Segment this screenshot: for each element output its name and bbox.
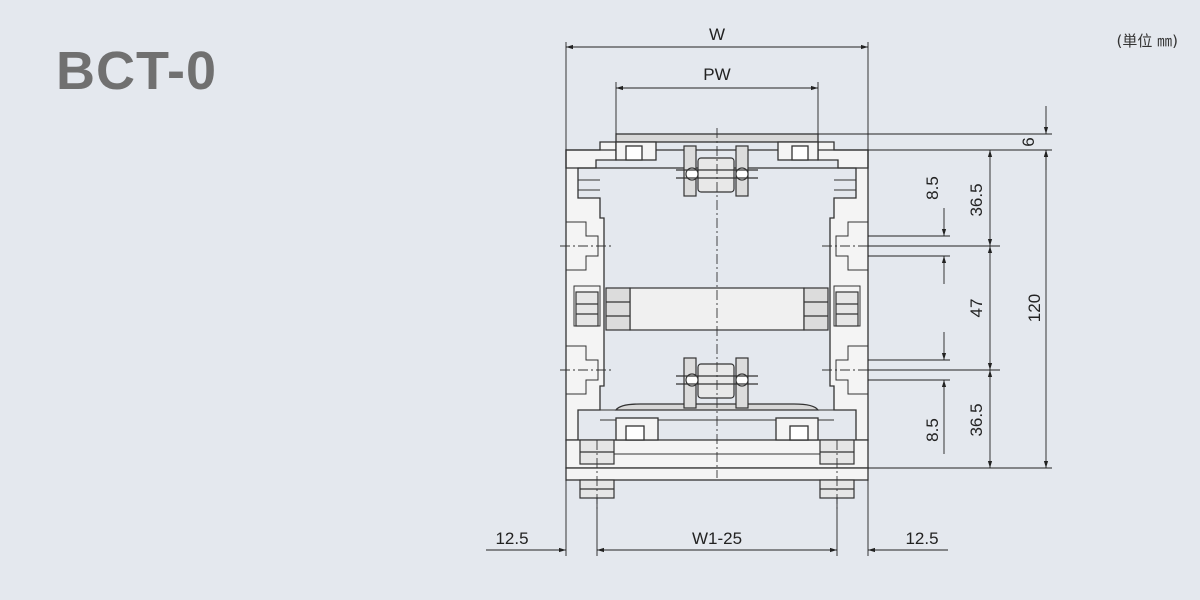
dim-w1-25-label: W1-25 bbox=[692, 529, 742, 548]
dim-36-5-top-label: 36.5 bbox=[967, 183, 986, 216]
product-title: BCT-0 bbox=[56, 41, 218, 101]
dim-w-label: W bbox=[709, 25, 725, 44]
dim-47-label: 47 bbox=[967, 299, 986, 318]
dimension-lines bbox=[486, 42, 1052, 556]
unit-note: (単位 ㎜) bbox=[1116, 32, 1178, 50]
dim-36-5-bottom-label: 36.5 bbox=[967, 403, 986, 436]
dim-6-label: 6 bbox=[1019, 137, 1038, 146]
dim-pw-label: PW bbox=[703, 65, 730, 84]
dim-8-5-top-label: 8.5 bbox=[923, 176, 942, 200]
bottom-plate bbox=[614, 403, 820, 441]
dim-8-5-bottom-label: 8.5 bbox=[923, 418, 942, 442]
dim-12-5-left-label: 12.5 bbox=[495, 529, 528, 548]
dim-120-label: 120 bbox=[1025, 294, 1044, 322]
bottom-roller bbox=[676, 357, 758, 409]
dim-12-5-right-label: 12.5 bbox=[905, 529, 938, 548]
